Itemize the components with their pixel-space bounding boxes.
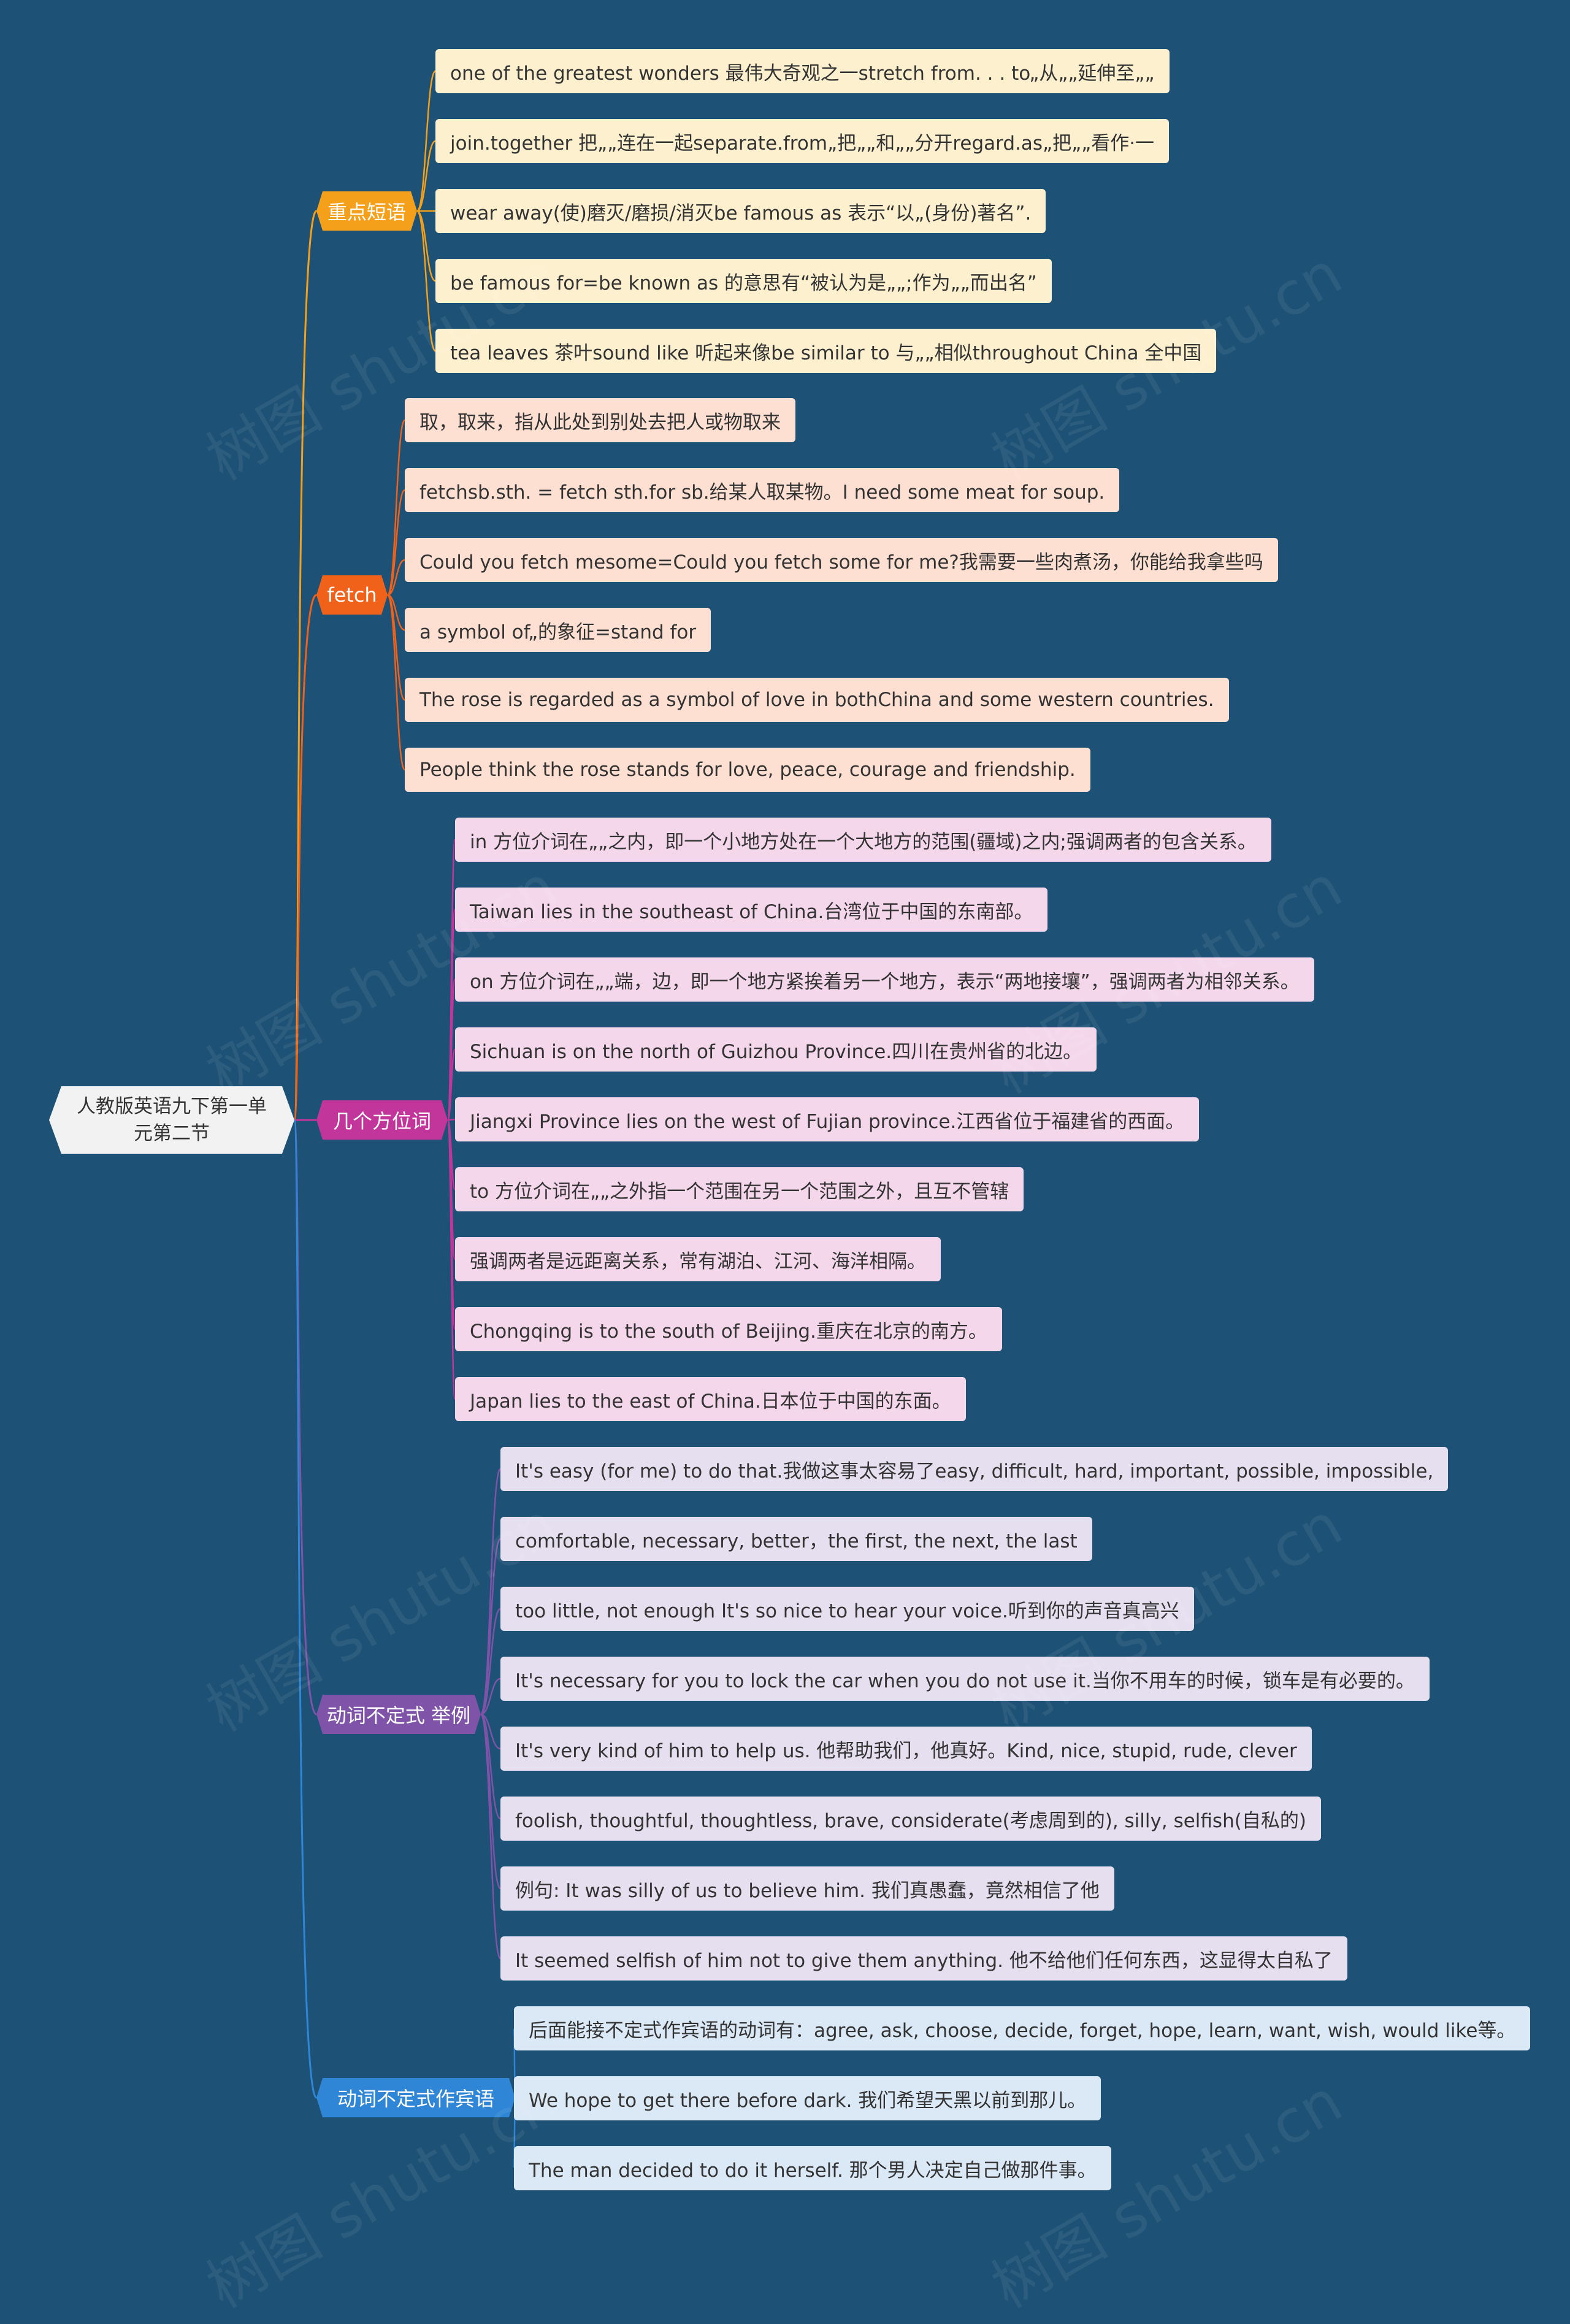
leaf-topic[interactable]: Sichuan is on the north of Guizhou Provi… (455, 1027, 1097, 1072)
leaf-topic[interactable]: The rose is regarded as a symbol of love… (405, 678, 1229, 722)
leaf-topic[interactable]: in 方位介词在„„之内，即一个小地方处在一个大地方的范围(疆域)之内;强调两者… (455, 818, 1271, 862)
connector-line (293, 1119, 318, 2099)
leaf-topic[interactable]: It seemed selfish of him not to give the… (500, 1936, 1347, 1981)
connector-line (293, 594, 318, 1121)
connector-line (447, 1118, 456, 1121)
leaf-topic[interactable]: wear away(使)磨灭/磨损/消灭be famous as 表示“以„(身… (435, 189, 1046, 233)
leaf-topic[interactable]: Taiwan lies in the southeast of China.台湾… (455, 888, 1048, 932)
root-topic[interactable]: 人教版英语九下第一单元第二节 (49, 1086, 294, 1154)
branch-topic[interactable]: 几个方位词 (316, 1100, 448, 1140)
connector-line (480, 1678, 501, 1716)
leaf-topic[interactable]: The man decided to do it herself. 那个男人决定… (514, 2146, 1111, 2190)
connector-line (480, 1713, 501, 1820)
leaf-topic[interactable]: Jiangxi Province lies on the west of Fuj… (455, 1097, 1200, 1141)
mind-map-canvas: 人教版英语九下第一单元第二节 重点短语 one of the greatest w… (49, 49, 1531, 2322)
leaf-topic[interactable]: It's necessary for you to lock the car w… (500, 1657, 1430, 1701)
connector-line (416, 70, 437, 212)
leaf-topic[interactable]: People think the rose stands for love, p… (405, 748, 1090, 792)
connector-line (387, 559, 405, 596)
leaf-topic[interactable]: fetchsb.sth. = fetch sth.for sb.给某人取某物。I… (405, 468, 1120, 512)
leaf-topic[interactable]: foolish, thoughtful, thoughtless, brave,… (500, 1797, 1321, 1841)
leaf-topic[interactable]: on 方位介词在„„端，边，即一个地方紧挨着另一个地方，表示“两地接壤”，强调两… (455, 957, 1314, 1002)
leaf-topic[interactable]: 后面能接不定式作宾语的动词有：agree, ask, choose, decid… (514, 2006, 1531, 2050)
connector-lines (293, 70, 516, 2169)
connector-line (416, 210, 437, 352)
leaf-topic[interactable]: 强调两者是远距离关系，常有湖泊、江河、海洋相隔。 (455, 1237, 941, 1281)
connector-line (386, 419, 406, 596)
leaf-topic[interactable]: be famous for=be known as 的意思有“被认为是„„;作为… (435, 259, 1052, 303)
leaf-topic[interactable]: join.together 把„„连在一起separate.from„把„„和„… (435, 119, 1170, 163)
leaf-topic[interactable]: a symbol of„的象征=stand for (405, 608, 711, 652)
leaf-topic[interactable]: Japan lies to the east of China.日本位于中国的东… (455, 1377, 966, 1421)
branch-topic[interactable]: 动词不定式 举例 (316, 1695, 481, 1734)
leaf-topic[interactable]: too little, not enough It's so nice to h… (500, 1587, 1194, 1631)
connector-line (387, 594, 405, 631)
connector-line (480, 1608, 501, 1716)
leaf-topic[interactable]: It's easy (for me) to do that.我做这事太容易了ea… (500, 1447, 1449, 1491)
branch-topic[interactable]: 动词不定式作宾语 (316, 2078, 515, 2117)
leaf-topic[interactable]: It's very kind of him to help us. 他帮助我们，… (500, 1727, 1312, 1771)
leaf-topic[interactable]: 例句: It was silly of us to believe him. 我… (500, 1866, 1114, 1911)
leaf-topic[interactable]: We hope to get there before dark. 我们希望天黑… (514, 2076, 1101, 2120)
leaf-topic[interactable]: one of the greatest wonders 最伟大奇观之一stret… (435, 49, 1170, 93)
connector-line (480, 1713, 501, 1750)
leaf-topic[interactable]: tea leaves 茶叶sound like 听起来像be similar t… (435, 329, 1217, 373)
connector-line (446, 1119, 456, 1400)
connector-line (480, 1713, 502, 1960)
leaf-topic[interactable]: comfortable, necessary, better，the first… (500, 1517, 1092, 1561)
connector-line (386, 489, 406, 596)
connector-line (416, 140, 436, 212)
branch-topic[interactable]: fetch (316, 575, 388, 615)
connector-line (480, 1538, 502, 1716)
leaf-topic[interactable]: Chongqing is to the south of Beijing.重庆在… (455, 1307, 1002, 1351)
connector-line (446, 1048, 456, 1121)
leaf-topic[interactable]: Could you fetch mesome=Could you fetch s… (405, 538, 1278, 582)
connector-line (386, 594, 406, 771)
leaf-topic[interactable]: 取，取来，指从此处到别处去把人或物取来 (405, 398, 795, 442)
connector-line (480, 1713, 502, 1890)
branch-topic[interactable]: 重点短语 (316, 191, 417, 231)
leaf-topic[interactable]: to 方位介词在„„之外指一个范围在另一个范围之外，且互不管辖 (455, 1167, 1024, 1211)
connector-line (480, 1468, 502, 1716)
